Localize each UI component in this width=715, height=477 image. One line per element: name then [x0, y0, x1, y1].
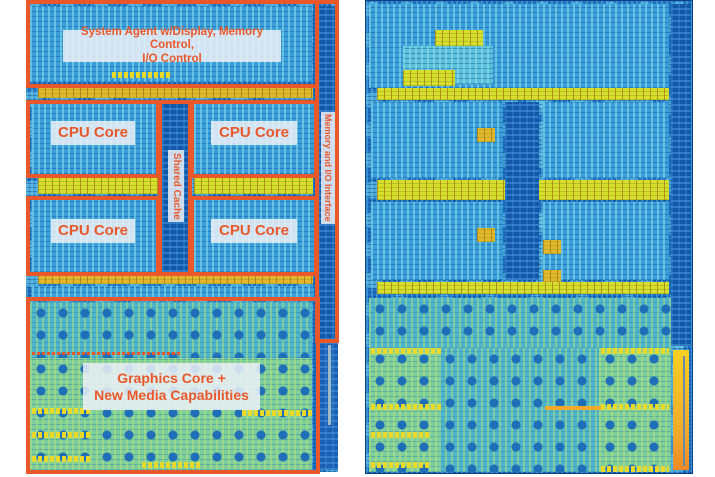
label-cpu-core-1-text: CPU Core	[57, 124, 128, 142]
raw-gfx-bits-1	[371, 348, 441, 354]
graphics-texture-upper	[30, 302, 312, 358]
raw-orange-block-4	[543, 270, 561, 282]
raw-core-4	[543, 202, 669, 280]
label-memory-io: Memory and I/O Interface	[321, 112, 335, 224]
raw-gfx-bits-2	[371, 404, 441, 410]
raw-graphics-left	[369, 348, 439, 472]
raw-core-2	[543, 102, 669, 178]
graphics-bits-5	[142, 462, 202, 468]
label-shared-cache-text: Shared Cache	[170, 152, 182, 220]
raw-orange-block-2	[477, 228, 495, 242]
label-cpu-core-3: CPU Core	[51, 219, 135, 243]
raw-gfx-bits-6	[601, 404, 669, 410]
raw-ring-band-1	[377, 88, 669, 100]
outline-shared-cache	[158, 100, 192, 276]
label-graphics-line2: New Media Capabilities	[94, 386, 249, 403]
graphics-bits-3	[32, 456, 92, 462]
system-agent-io-bits	[112, 72, 172, 78]
label-cpu-core-3-text: CPU Core	[57, 222, 128, 240]
label-cpu-core-2-text: CPU Core	[218, 124, 289, 142]
label-system-agent-line1: System Agent w/Display, Memory Control,	[80, 26, 264, 52]
raw-cache-band-3	[377, 282, 669, 294]
raw-sa-yellow-block-2	[403, 70, 455, 86]
label-graphics-line1: Graphics Core +	[117, 370, 226, 387]
raw-graphics-upper	[369, 298, 671, 348]
raw-gfx-orange-line	[545, 406, 601, 410]
raw-sa-yellow-block	[435, 30, 483, 46]
raw-cache-column	[505, 102, 539, 280]
graphics-bits-2	[32, 432, 92, 438]
raw-gfx-bits-3	[371, 432, 431, 438]
label-cpu-core-4-text: CPU Core	[218, 222, 289, 240]
raw-gfx-bits-5	[601, 348, 669, 354]
raw-graphics-right	[599, 348, 671, 472]
outline-cpu-core-2	[190, 100, 318, 178]
outline-graphics	[26, 297, 320, 474]
graphics-bits-4	[242, 410, 312, 416]
label-system-agent: System Agent w/Display, Memory Control, …	[63, 26, 281, 65]
graphics-red-line	[32, 352, 182, 355]
cpu-core-1-texture	[32, 104, 158, 174]
uncore-strip	[32, 286, 314, 298]
annotated-die-panel: System Agent w/Display, Memory Control, …	[22, 0, 342, 477]
label-shared-cache: Shared Cache	[168, 150, 184, 222]
raw-orange-block-3	[543, 240, 561, 254]
cache-band-middle-left	[38, 178, 178, 194]
ring-band-top	[38, 86, 313, 98]
raw-graphics-center	[439, 348, 599, 472]
outline-cpu-core-4	[190, 196, 318, 276]
right-edge-line	[328, 345, 331, 425]
raw-gfx-bits-7	[601, 466, 669, 472]
label-cpu-core-1: CPU Core	[51, 121, 135, 145]
label-memory-io-text: Memory and I/O Interface	[323, 114, 334, 222]
label-system-agent-line2: I/O Control	[142, 52, 202, 65]
raw-die-panel	[365, 0, 695, 477]
raw-gfx-bits-4	[371, 462, 431, 468]
raw-io-bar-line	[683, 356, 685, 466]
cache-band-middle-right	[194, 178, 313, 194]
raw-orange-block-1	[477, 128, 495, 142]
raw-memory-io-column	[671, 4, 691, 346]
raw-core-3	[371, 202, 503, 280]
raw-io-yellow-bar	[673, 350, 689, 470]
graphics-bits-1	[32, 408, 92, 414]
label-cpu-core-4: CPU Core	[211, 219, 297, 243]
label-graphics: Graphics Core + New Media Capabilities	[83, 363, 260, 410]
label-cpu-core-2: CPU Core	[211, 121, 297, 145]
